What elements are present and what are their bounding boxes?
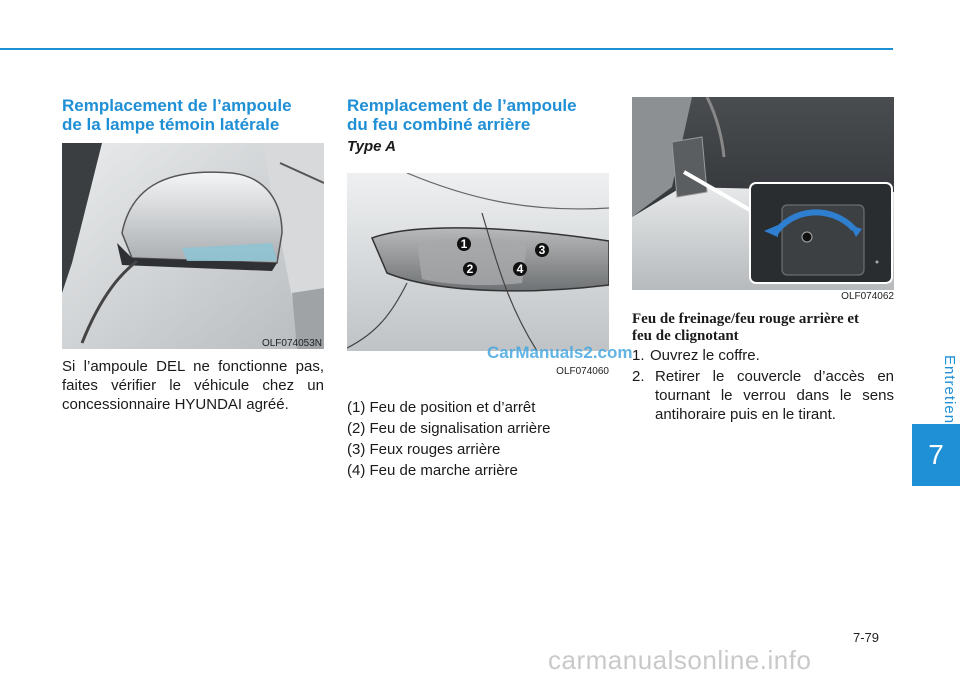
rear-lamp-figure: 1 2 3 4 (347, 173, 609, 351)
callout-1-label: 1 (461, 237, 468, 251)
footer-watermark: carmanualsonline.info (548, 645, 812, 675)
rear-lamp-illustration: 1 2 3 4 (347, 173, 609, 351)
callout-2: 2 (463, 262, 477, 276)
side-mirror-figure-code: OLF074053N (261, 338, 322, 349)
legend-item: (3) Feux rouges arrière (347, 441, 501, 458)
carmanuals-watermark: CarManuals2.com (487, 343, 633, 362)
page-number: 7-79 (853, 630, 880, 645)
step-text: Retirer le couvercle d’accès en tournant… (655, 368, 894, 423)
side-mirror-illustration (62, 143, 324, 349)
section-tab-label: Entretien (941, 355, 958, 425)
step-number: 1. (632, 347, 645, 364)
callout-4-label: 4 (517, 262, 524, 276)
callout-3: 3 (535, 243, 549, 257)
rear-lamp-figure-code: OLF074060 (556, 366, 609, 377)
callout-1: 1 (457, 237, 471, 251)
top-rule (0, 48, 893, 50)
rear-combo-heading-line1: Remplacement de l’ampoule (347, 96, 577, 115)
rear-combo-heading: Remplacement de l’ampoule du feu combiné… (347, 96, 577, 134)
brake-turn-lamp-subheading-line2: feu de clignotant (632, 328, 739, 344)
trunk-figure-code: OLF074062 (841, 291, 894, 302)
side-lamp-heading: Remplacement de l’ampoule de la lampe té… (62, 96, 292, 134)
trunk-steps-list: 1. Ouvrez le coffre. 2. Retirer le couve… (632, 346, 894, 426)
callout-4: 4 (513, 262, 527, 276)
step-text: Ouvrez le coffre. (650, 347, 760, 364)
trunk-access-figure (632, 97, 894, 290)
side-lamp-body-text: Si l’ampoule DEL ne fonctionne pas, fait… (62, 358, 324, 413)
chapter-number-box: 7 (912, 424, 960, 486)
rear-lamp-legend-list: (1) Feu de position et d’arrêt (2) Feu d… (347, 397, 609, 481)
legend-item: (4) Feu de marche arrière (347, 462, 518, 479)
brake-turn-lamp-subheading: Feu de freinage/feu rouge arrière et feu… (632, 311, 894, 345)
side-lamp-heading-line1: Remplacement de l’ampoule (62, 96, 292, 115)
legend-item: (2) Feu de signalisation arrière (347, 420, 551, 437)
legend-item: (1) Feu de position et d’arrêt (347, 399, 536, 416)
step-item: 2. Retirer le couvercle d’accès en tourn… (632, 367, 894, 424)
trunk-access-illustration (632, 97, 894, 290)
side-mirror-figure (62, 143, 324, 349)
side-lamp-heading-line2: de la lampe témoin latérale (62, 115, 280, 134)
callout-3-label: 3 (539, 243, 546, 257)
brake-turn-lamp-subheading-line1: Feu de freinage/feu rouge arrière et (632, 311, 860, 327)
rear-combo-heading-line2: du feu combiné arrière (347, 115, 531, 134)
callout-2-label: 2 (467, 262, 474, 276)
type-a-label: Type A (347, 138, 396, 155)
step-number: 2. (632, 368, 645, 385)
step-item: 1. Ouvrez le coffre. (632, 346, 894, 365)
